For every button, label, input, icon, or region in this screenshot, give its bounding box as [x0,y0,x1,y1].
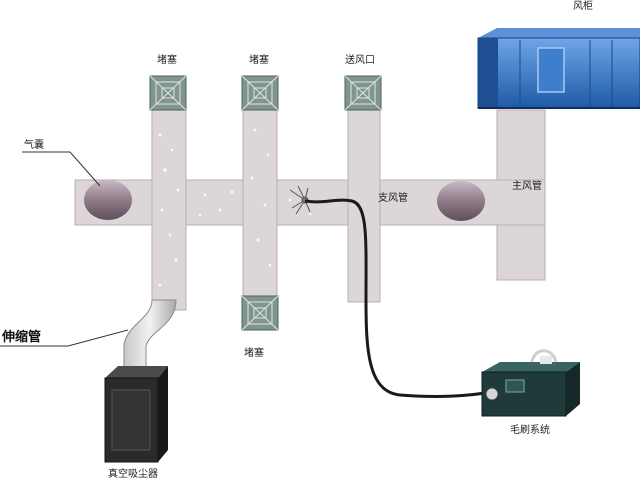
air-bag-left [84,180,132,220]
label-branch-duct: 支风管 [378,193,408,204]
diffuser-air-outlet [344,75,382,111]
vacuum-collector [104,366,168,463]
diffuser-plug-bottom [241,295,279,331]
brush-hose [304,198,491,398]
air-bag-right [437,181,485,221]
label-air-bag: 气囊 [24,140,44,151]
brush-system-machine [481,349,580,417]
diffuser-plug-2 [241,75,279,111]
label-plug-2: 堵塞 [249,55,269,66]
label-main-duct: 主风管 [512,181,542,192]
label-air-cabinet: 风柜 [573,1,593,12]
dust-particles [158,128,312,287]
brush-head [289,185,311,215]
leader-lines [0,151,129,347]
label-telescopic-pipe: 伸缩管 [2,330,42,345]
label-air-outlet: 送风口 [345,55,375,66]
label-plug-1: 堵塞 [157,55,177,66]
air-cabinet [477,28,640,109]
label-plug-bottom: 堵塞 [244,348,264,359]
label-brush-system: 毛刷系统 [510,425,550,436]
telescopic-pipe [123,299,177,373]
label-vacuum-collector: 真空吸尘器 [108,469,158,480]
diffuser-plug-1 [149,75,187,111]
